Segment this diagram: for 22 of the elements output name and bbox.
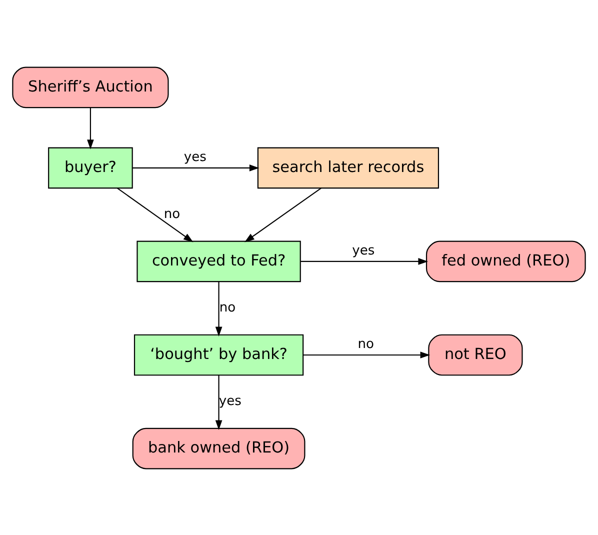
- arrow: [244, 187, 322, 242]
- node-box: search later records: [257, 146, 440, 188]
- edge-label: yes: [184, 149, 206, 164]
- arrow: [87, 107, 94, 149]
- edge-label: no: [164, 206, 180, 222]
- node-box: buyer?: [48, 146, 133, 188]
- edge-label: yes: [352, 243, 375, 258]
- arrow: [117, 187, 194, 242]
- arrow: [215, 374, 222, 430]
- node-box: conveyed to Fed?: [136, 240, 301, 282]
- node-box: Sheriff’s Auction: [12, 66, 169, 108]
- arrow: [132, 164, 260, 171]
- edge-label: yes: [218, 394, 242, 409]
- arrow: [215, 281, 222, 336]
- arrow: [300, 258, 428, 264]
- node-box: fed owned (REO): [426, 240, 586, 282]
- arrow: [303, 351, 430, 358]
- edge-label: no: [358, 336, 374, 352]
- node-box: ‘bought’ by bank?: [134, 334, 304, 376]
- edge-label: no: [219, 300, 236, 316]
- node-box: not REO: [428, 334, 523, 376]
- node-box: bank owned (REO): [132, 427, 306, 469]
